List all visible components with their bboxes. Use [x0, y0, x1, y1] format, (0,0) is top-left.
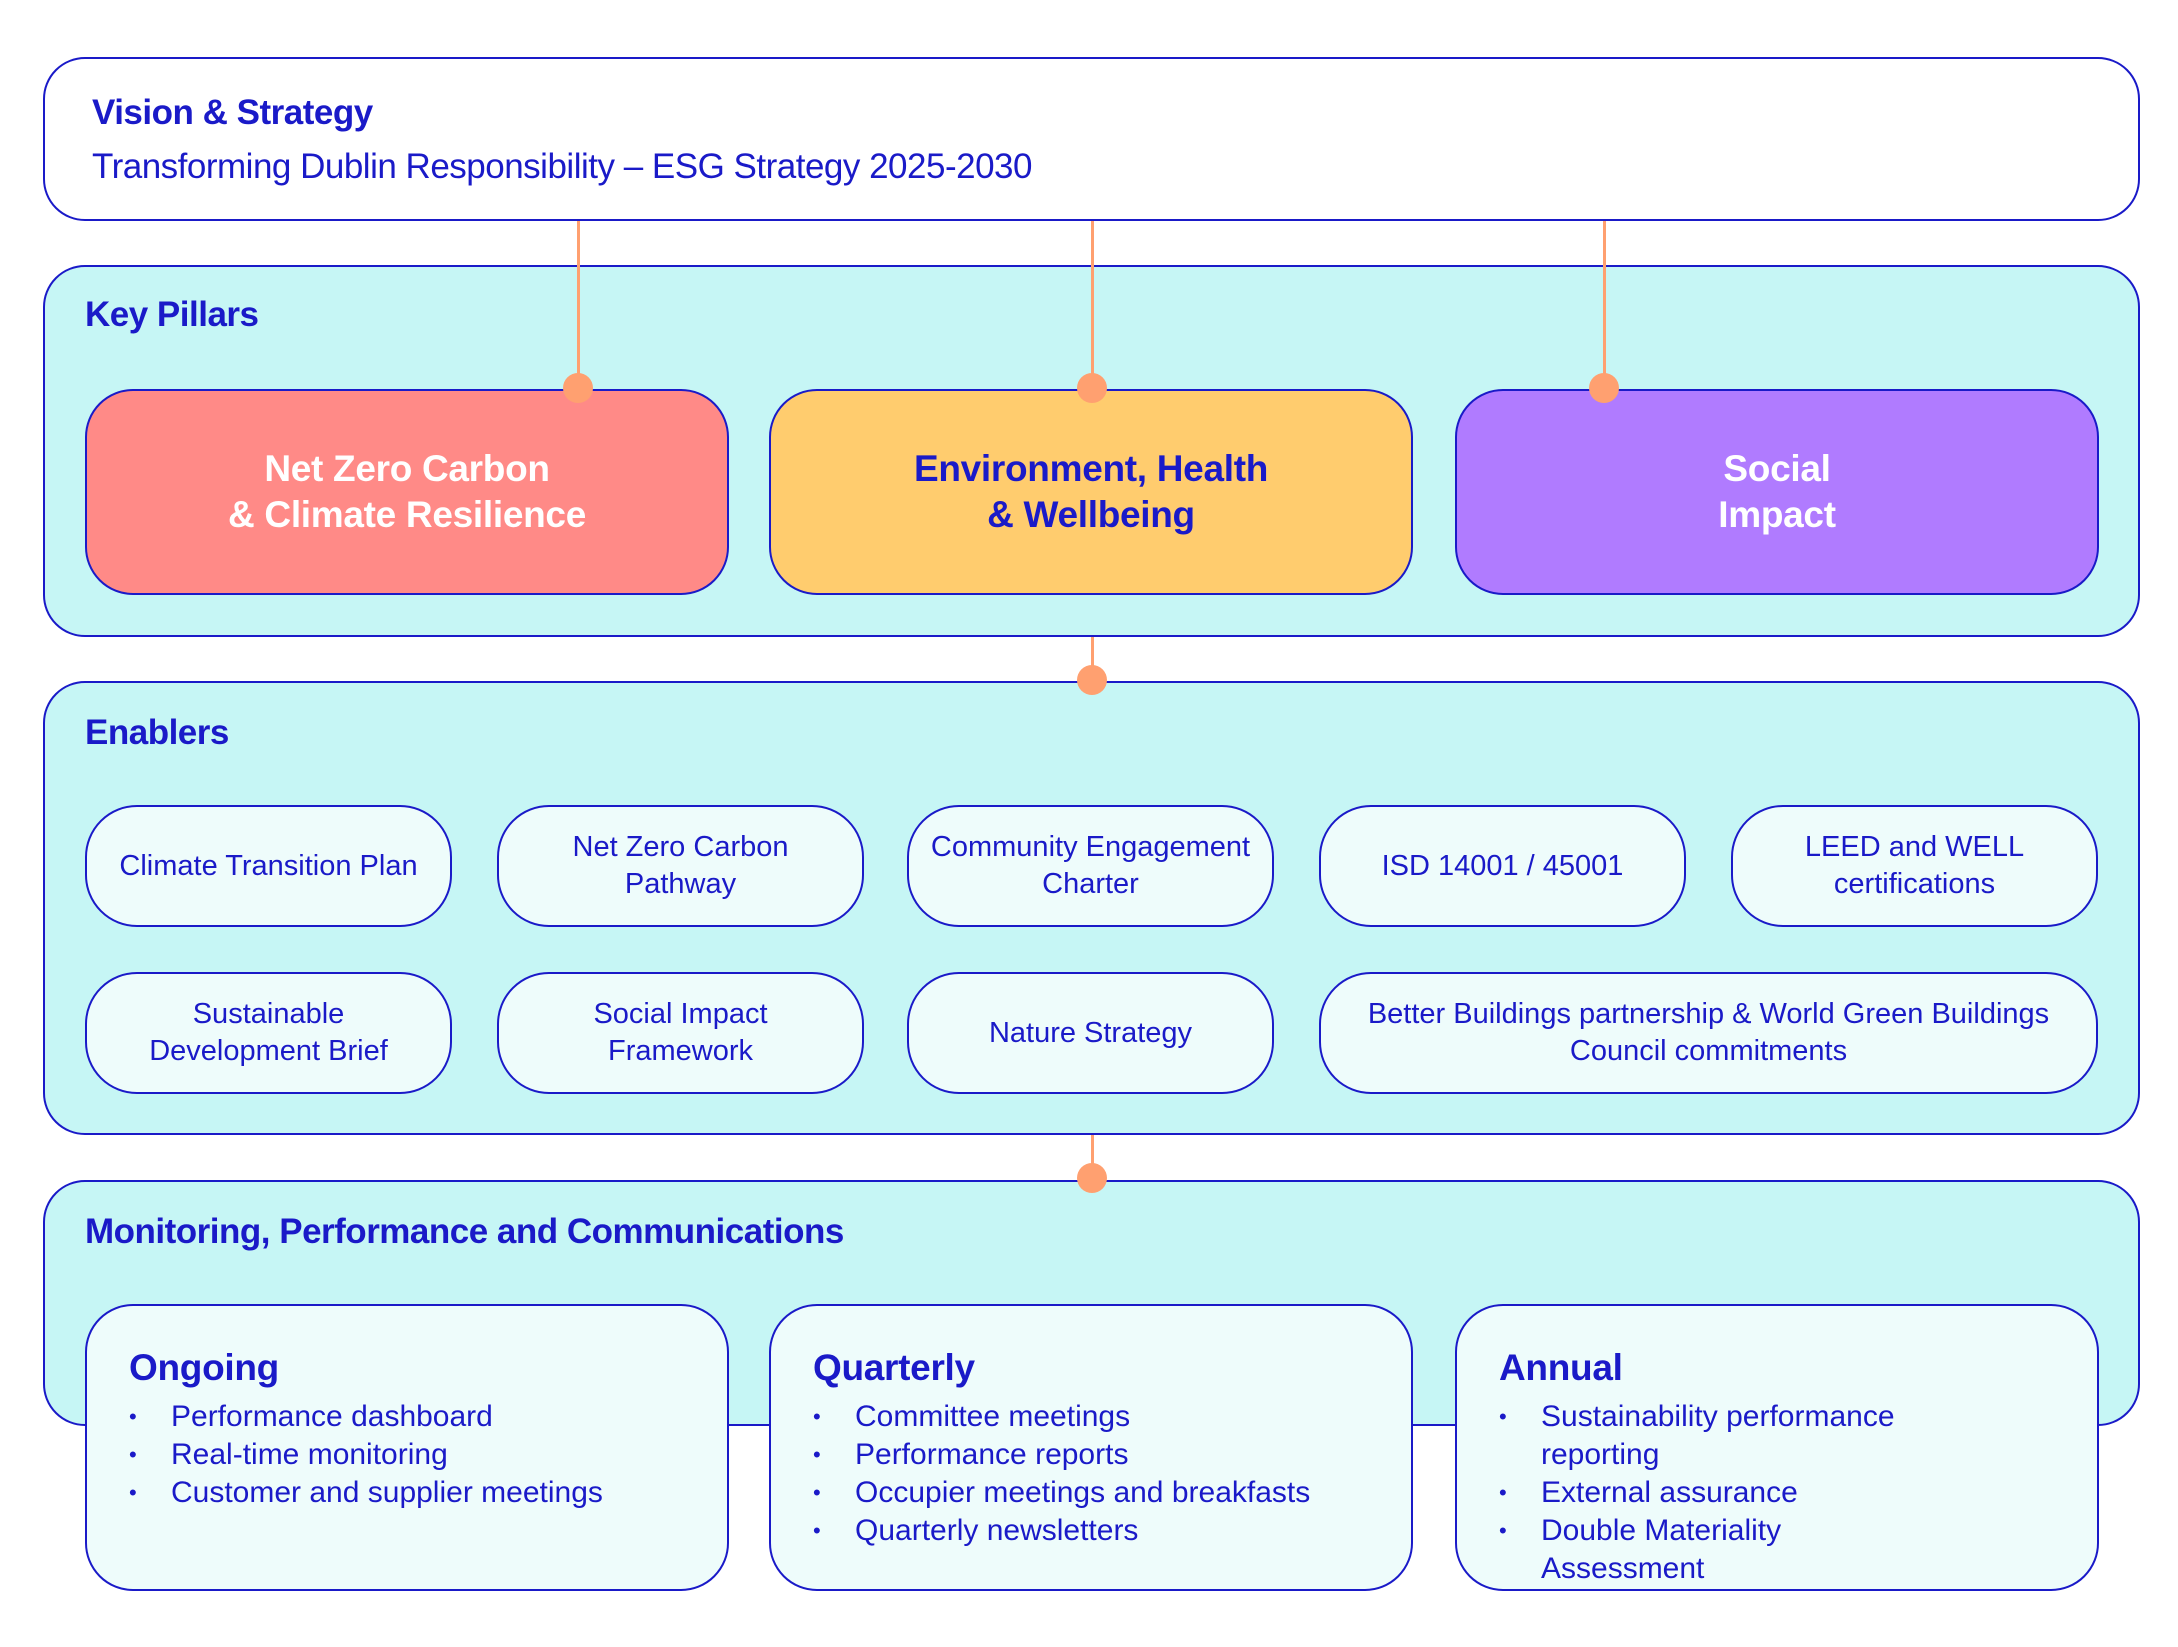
monitoring-title: Monitoring, Performance and Communicatio… [85, 1212, 844, 1251]
bullet-icon: • [813, 1442, 821, 1467]
card-list: • Sustainability performance reporting • E… [1499, 1398, 2057, 1588]
list-item-text: Performance reports [855, 1438, 1129, 1471]
bullet-icon: • [813, 1480, 821, 1505]
enabler-pill: Sustainable Development Brief [85, 972, 452, 1094]
vision-title: Vision & Strategy [92, 93, 373, 132]
key-pillars-title: Key Pillars [85, 295, 259, 334]
card-title: Annual [1499, 1347, 1623, 1388]
enabler-pill: ISD 14001 / 45001 [1319, 805, 1686, 927]
enabler-pill: Social Impact Framework [497, 972, 864, 1094]
list-item: • Double Materiality Assessment [1499, 1512, 1937, 1588]
bullet-icon: • [129, 1442, 137, 1467]
connector-line [1603, 221, 1606, 389]
list-item: • Sustainability performance reporting [1499, 1398, 1937, 1474]
pillar-label-line: & Wellbeing [987, 494, 1195, 535]
connector-dot [563, 373, 593, 403]
card-list: • Performance dashboard • Real-time monito… [129, 1398, 687, 1512]
connector-dot [1077, 373, 1107, 403]
list-item: • Customer and supplier meetings [129, 1474, 687, 1512]
list-item: • External assurance [1499, 1474, 1937, 1512]
vision-strategy-box: Vision & Strategy Transforming Dublin Re… [43, 57, 2140, 221]
enabler-pill: Community Engagement Charter [907, 805, 1274, 927]
list-item-text: Customer and supplier meetings [171, 1476, 603, 1509]
enablers-title: Enablers [85, 713, 229, 752]
enabler-pill: Climate Transition Plan [85, 805, 452, 927]
list-item: • Quarterly newsletters [813, 1512, 1371, 1550]
list-item-text: Quarterly newsletters [855, 1514, 1139, 1547]
monitoring-card-quarterly: Quarterly • Committee meetings • Performan… [769, 1304, 1413, 1591]
bullet-icon: • [1499, 1404, 1507, 1429]
list-item-text: External assurance [1541, 1476, 1798, 1509]
card-list: • Committee meetings • Performance reports… [813, 1398, 1371, 1550]
pillar-environment-health: Environment, Health & Wellbeing [769, 389, 1413, 595]
connector-line [1091, 1135, 1094, 1180]
enabler-pill: Better Buildings partnership & World Gre… [1319, 972, 2098, 1094]
bullet-icon: • [129, 1480, 137, 1505]
list-item-text: Occupier meetings and breakfasts [855, 1476, 1311, 1509]
connector-line [1091, 221, 1094, 389]
list-item: • Committee meetings [813, 1398, 1371, 1436]
pillar-label-line: Impact [1718, 494, 1836, 535]
connector-line [1091, 637, 1094, 681]
list-item-text: Real-time monitoring [171, 1438, 448, 1471]
list-item-text: Committee meetings [855, 1400, 1131, 1433]
connector-dot [1077, 665, 1107, 695]
list-item-text: Performance dashboard [171, 1400, 493, 1433]
list-item: • Occupier meetings and breakfasts [813, 1474, 1371, 1512]
bullet-icon: • [1499, 1480, 1507, 1505]
list-item-text: Double Materiality Assessment [1541, 1514, 1782, 1585]
connector-line [577, 221, 580, 389]
connector-dot [1077, 1163, 1107, 1193]
monitoring-card-ongoing: Ongoing • Performance dashboard • Real-tim… [85, 1304, 729, 1591]
list-item: • Performance dashboard [129, 1398, 687, 1436]
bullet-icon: • [1499, 1518, 1507, 1543]
pillar-label-line: Social [1723, 448, 1831, 489]
list-item: • Real-time monitoring [129, 1436, 687, 1474]
enabler-pill: LEED and WELL certifications [1731, 805, 2098, 927]
enabler-pill: Net Zero Carbon Pathway [497, 805, 864, 927]
list-item-text: Sustainability performance reporting [1541, 1400, 1895, 1471]
bullet-icon: • [813, 1404, 821, 1429]
monitoring-card-annual: Annual • Sustainability performance repor… [1455, 1304, 2099, 1591]
bullet-icon: • [813, 1518, 821, 1543]
card-title: Quarterly [813, 1347, 975, 1388]
pillar-label-line: & Climate Resilience [228, 494, 586, 535]
connector-dot [1589, 373, 1619, 403]
card-title: Ongoing [129, 1347, 279, 1388]
enabler-pill: Nature Strategy [907, 972, 1274, 1094]
vision-subtitle: Transforming Dublin Responsibility – ESG… [92, 147, 1032, 186]
pillar-label-line: Environment, Health [913, 448, 1269, 489]
bullet-icon: • [129, 1404, 137, 1429]
list-item: • Performance reports [813, 1436, 1371, 1474]
pillar-net-zero-carbon: Net Zero Carbon & Climate Resilience [85, 389, 729, 595]
pillar-label-line: Net Zero Carbon [264, 448, 550, 489]
